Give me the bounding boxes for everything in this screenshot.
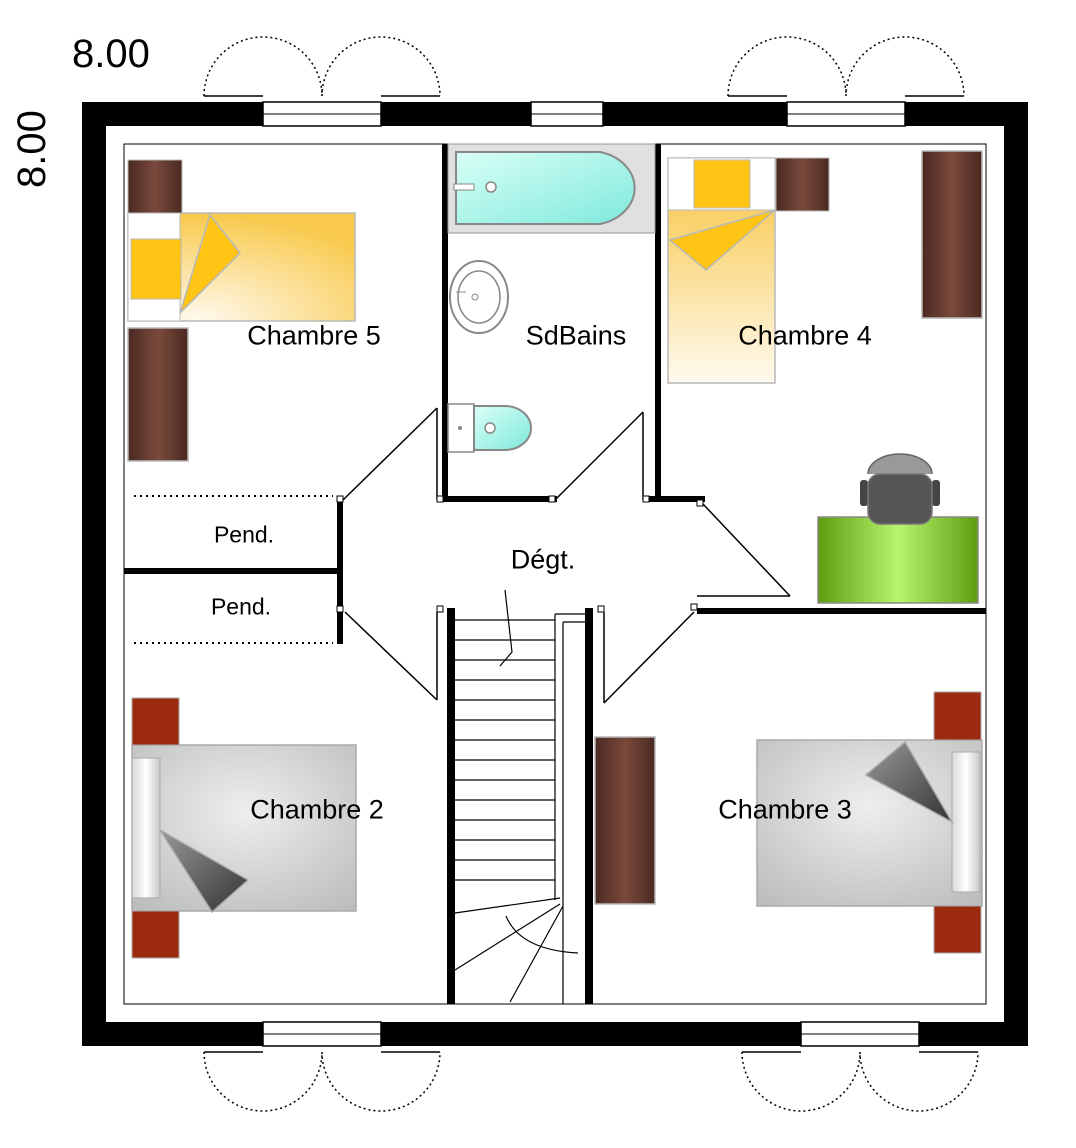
room-label-sdbains: SdBains: [525, 320, 627, 351]
room-label-chambre-2: Chambre 2: [250, 794, 384, 825]
bathtub: [447, 143, 656, 234]
door-jambs: [336, 495, 704, 613]
bed-chambre-3: [756, 739, 983, 907]
desk-chair: [860, 453, 940, 525]
depth-dimension-label: 8.00: [10, 110, 54, 188]
nightstand-chambre-2-top: [131, 697, 180, 746]
shutter-arcs: [203, 36, 979, 1112]
toilet: [447, 403, 532, 453]
shutter-sills: [204, 95, 978, 1053]
room-label-chambre-4: Chambre 4: [738, 320, 872, 351]
room-label-chambre-5: Chambre 5: [247, 320, 381, 351]
nightstand-chambre-5: [127, 159, 183, 214]
nightstand-chambre-4: [775, 157, 830, 212]
door-swings: [342, 407, 791, 704]
wardrobe-chambre-4: [921, 150, 983, 319]
staircase: [454, 589, 585, 1004]
wardrobe-chambre-5: [127, 327, 189, 462]
bed-chambre-5: [127, 212, 356, 322]
nightstand-chambre-3-top: [933, 691, 982, 741]
room-label-degagement: Dégt.: [510, 544, 576, 575]
washbasin: [449, 260, 509, 334]
wardrobe-chambre-3: [594, 736, 656, 905]
desk-chambre-4: [817, 516, 979, 604]
room-label-penderie-1: Pend.: [213, 521, 275, 548]
bed-chambre-2: [131, 744, 357, 914]
room-label-penderie-2: Pend.: [210, 593, 272, 620]
room-label-chambre-3: Chambre 3: [718, 794, 852, 825]
windows: [262, 101, 920, 1047]
nightstand-chambre-2-bottom: [131, 910, 180, 959]
width-dimension-label: 8.00: [72, 32, 150, 76]
interior-walls: [124, 144, 986, 1004]
nightstand-chambre-3-bottom: [933, 905, 982, 954]
bed-chambre-4: [667, 157, 776, 384]
